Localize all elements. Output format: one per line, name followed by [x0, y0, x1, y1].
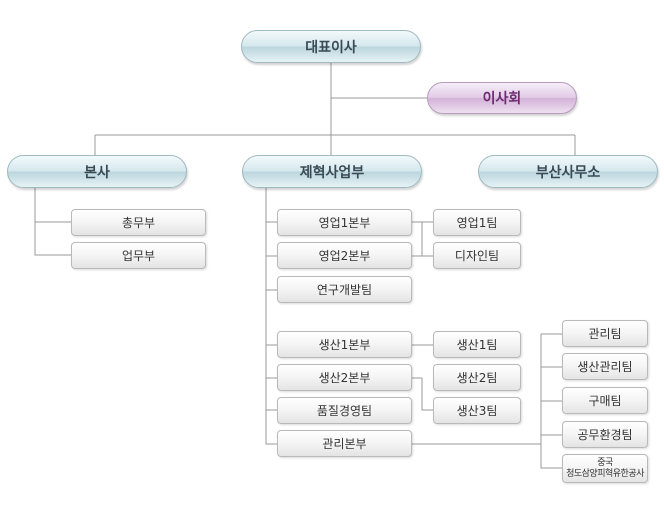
quality-team-node: 품질경영팀 [277, 397, 412, 424]
china-subsidiary-line2: 청도삼양피혁유한공사 [566, 468, 644, 479]
rnd-team-node: 연구개발팀 [277, 276, 412, 303]
prod-admin-team-node: 생산관리팀 [562, 353, 648, 380]
sales2-hq-node: 영업2본부 [277, 242, 412, 269]
prod2-hq-node: 생산2본부 [277, 364, 412, 391]
prod1-hq-node: 생산1본부 [277, 331, 412, 358]
design-team-node: 디자인팀 [433, 242, 521, 269]
head-office-node: 본사 [7, 155, 187, 188]
business-dept-node: 업무부 [71, 242, 206, 269]
purchase-team-node: 구매팀 [562, 387, 648, 414]
env-team-node: 공무환경팀 [562, 421, 648, 448]
sales1-team-node: 영업1팀 [433, 209, 521, 236]
admin-team-node: 관리팀 [562, 320, 648, 347]
china-subsidiary-node: 중국 청도삼양피혁유한공사 [562, 454, 648, 483]
general-affairs-node: 총무부 [71, 209, 206, 236]
admin-hq-node: 관리본부 [277, 430, 412, 457]
prod3-team-node: 생산3팀 [433, 397, 521, 424]
prod2-team-node: 생산2팀 [433, 364, 521, 391]
board-node: 이사회 [427, 82, 577, 114]
china-subsidiary-line1: 중국 [597, 457, 613, 468]
ceo-node: 대표이사 [241, 30, 421, 63]
prod1-team-node: 생산1팀 [433, 331, 521, 358]
jehyuk-division-node: 제혁사업부 [242, 155, 422, 188]
sales1-hq-node: 영업1본부 [277, 209, 412, 236]
busan-office-node: 부산사무소 [478, 155, 658, 188]
